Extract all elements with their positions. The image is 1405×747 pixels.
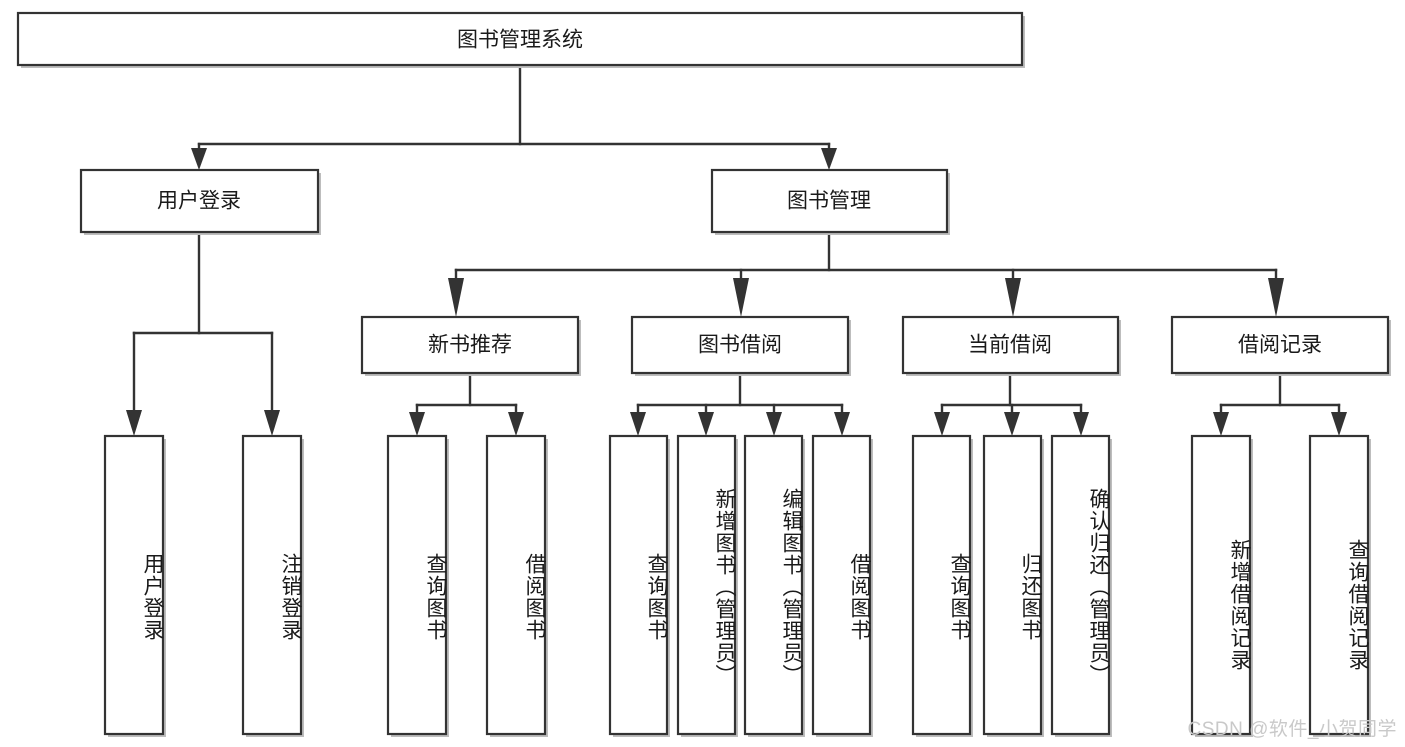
- leaf-label: 新增借阅记录: [1228, 539, 1251, 671]
- leaf-node[interactable]: 新增借阅记录: [1190, 434, 1253, 737]
- leaf-rect[interactable]: [1308, 434, 1370, 736]
- leaf-rect[interactable]: [1190, 434, 1252, 736]
- leaf-node[interactable]: 查询借阅记录: [1308, 434, 1371, 737]
- leaf-label: 编辑图书（管理员）: [780, 488, 803, 686]
- leaf-node[interactable]: 编辑图书（管理员）: [743, 434, 805, 737]
- arrow-head-icon: [264, 410, 280, 436]
- leaf-rect[interactable]: [911, 434, 972, 736]
- arrow-head-icon: [766, 412, 782, 436]
- leaf-node[interactable]: 新增图书（管理员）: [676, 434, 738, 737]
- node-borrow-record[interactable]: 借阅记录: [1170, 315, 1391, 376]
- arrow-head-icon: [1331, 412, 1347, 436]
- node-book-borrow-label: 图书借阅: [698, 334, 782, 357]
- arrow-head-icon: [508, 412, 524, 436]
- arrow-head-icon: [1268, 278, 1284, 317]
- arrow-head-icon: [1213, 412, 1229, 436]
- node-book-borrow-rect[interactable]: [630, 315, 850, 375]
- arrow-head-icon: [733, 278, 749, 317]
- arrow-head-icon: [834, 412, 850, 436]
- leaf-label: 借阅图书: [848, 553, 871, 641]
- leaf-node[interactable]: 查询图书: [911, 434, 973, 737]
- node-book-management[interactable]: 图书管理: [710, 168, 950, 235]
- leaf-node[interactable]: 借阅图书: [811, 434, 873, 737]
- arrow-head-icon: [126, 410, 142, 436]
- leaf-node[interactable]: 确认归还（管理员）: [1050, 434, 1112, 737]
- node-root[interactable]: 图书管理系统: [16, 11, 1025, 68]
- node-user-login-rect[interactable]: [79, 168, 320, 234]
- leaf-rect[interactable]: [676, 434, 737, 736]
- leaf-label: 借阅图书: [523, 553, 546, 641]
- watermark: CSDN @软件_小贺同学: [1187, 719, 1397, 740]
- leaf-label: 归还图书: [1019, 553, 1042, 641]
- node-user-login[interactable]: 用户登录: [79, 168, 321, 235]
- node-borrow-record-label: 借阅记录: [1238, 334, 1322, 357]
- node-root-label: 图书管理系统: [457, 29, 583, 52]
- arrow-head-icon: [448, 278, 464, 317]
- leaf-rect[interactable]: [608, 434, 669, 736]
- leaf-rect[interactable]: [241, 434, 303, 736]
- leaf-rect[interactable]: [743, 434, 804, 736]
- arrow-head-icon: [1073, 412, 1089, 436]
- node-book-borrow[interactable]: 图书借阅: [630, 315, 851, 376]
- node-book-management-rect[interactable]: [710, 168, 949, 234]
- node-current-borrow[interactable]: 当前借阅: [901, 315, 1121, 376]
- node-root-rect[interactable]: [16, 11, 1024, 67]
- connector-layer: [126, 63, 1347, 436]
- node-new-book-recommend-label: 新书推荐: [428, 334, 512, 357]
- node-user-login-label: 用户登录: [157, 190, 241, 213]
- node-book-management-label: 图书管理: [787, 190, 871, 213]
- leaf-label: 查询图书: [948, 553, 971, 641]
- arrow-head-icon: [698, 412, 714, 436]
- leaf-label: 确认归还（管理员）: [1087, 488, 1110, 686]
- leaf-label: 查询图书: [424, 553, 447, 641]
- leaf-node[interactable]: 查询图书: [608, 434, 670, 737]
- node-new-book-recommend[interactable]: 新书推荐: [360, 315, 581, 376]
- leaf-label: 新增图书（管理员）: [713, 488, 736, 686]
- leaf-rect[interactable]: [386, 434, 448, 736]
- leaf-node[interactable]: 用户登录: [103, 434, 166, 737]
- leaf-rect[interactable]: [103, 434, 165, 736]
- leaf-node[interactable]: 归还图书: [982, 434, 1044, 737]
- node-current-borrow-rect[interactable]: [901, 315, 1120, 375]
- leaf-node[interactable]: 借阅图书: [485, 434, 548, 737]
- leaf-label: 注销登录: [279, 553, 302, 641]
- arrow-head-icon: [409, 412, 425, 436]
- leaf-rect[interactable]: [1050, 434, 1111, 736]
- leaf-node[interactable]: 注销登录: [241, 434, 304, 737]
- leaf-rect[interactable]: [982, 434, 1043, 736]
- leaf-label: 查询图书: [645, 553, 668, 641]
- arrow-head-icon: [821, 148, 837, 170]
- node-new-book-recommend-rect[interactable]: [360, 315, 580, 375]
- arrow-head-icon: [934, 412, 950, 436]
- leaf-label: 用户登录: [141, 553, 164, 641]
- arrow-head-icon: [191, 148, 207, 170]
- arrow-head-icon: [1005, 278, 1021, 317]
- leaf-label: 查询借阅记录: [1346, 539, 1369, 671]
- leaf-node[interactable]: 查询图书: [386, 434, 449, 737]
- node-current-borrow-label: 当前借阅: [968, 334, 1052, 357]
- node-borrow-record-rect[interactable]: [1170, 315, 1390, 375]
- leaf-rect[interactable]: [485, 434, 547, 736]
- arrow-head-icon: [630, 412, 646, 436]
- leaf-rect[interactable]: [811, 434, 872, 736]
- arrow-head-icon: [1004, 412, 1020, 436]
